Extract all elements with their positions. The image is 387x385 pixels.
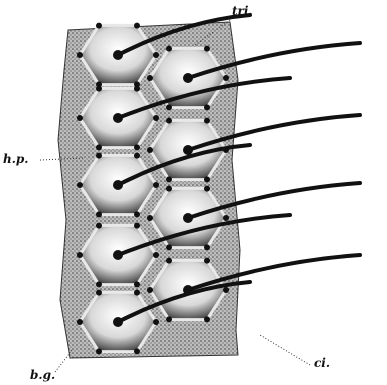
cell-node: [153, 52, 159, 58]
cell-node: [204, 316, 210, 322]
cell-node: [134, 86, 140, 92]
cell-node: [166, 258, 172, 264]
cell-node: [204, 186, 210, 192]
cell-node: [96, 23, 102, 29]
cell-node: [204, 258, 210, 264]
cell-node: [204, 176, 210, 182]
cell-node: [147, 287, 153, 293]
cell-node: [96, 223, 102, 229]
cell-node: [223, 287, 229, 293]
cell-node: [153, 182, 159, 188]
cell-node: [96, 348, 102, 354]
cell-node: [77, 52, 83, 58]
leader-ci: [260, 335, 310, 365]
cell-node: [204, 244, 210, 250]
cell-node: [166, 118, 172, 124]
hair-base: [183, 73, 193, 83]
cell-node: [134, 348, 140, 354]
label-bg: b.g.: [30, 368, 55, 382]
label-hp: h.p.: [3, 152, 28, 166]
cell-node: [134, 211, 140, 217]
cell-node: [204, 104, 210, 110]
hair-base: [113, 317, 123, 327]
cell-node: [96, 153, 102, 159]
cell-node: [223, 215, 229, 221]
hair-base: [183, 285, 193, 295]
hair-base: [113, 250, 123, 260]
cell-node: [147, 147, 153, 153]
cell-node: [134, 153, 140, 159]
cell-node: [166, 186, 172, 192]
cell-node: [96, 211, 102, 217]
cell-node: [153, 115, 159, 121]
cell-node: [96, 281, 102, 287]
cell-node: [153, 319, 159, 325]
hair-base: [183, 145, 193, 155]
cell-node: [134, 223, 140, 229]
cell-node: [166, 46, 172, 52]
cell-node: [96, 144, 102, 150]
label-ci: ci.: [314, 356, 330, 370]
cell-node: [166, 176, 172, 182]
cell-node: [166, 244, 172, 250]
cell-node: [166, 316, 172, 322]
cell-node: [147, 215, 153, 221]
cell-node: [96, 86, 102, 92]
cell-node: [204, 118, 210, 124]
cell-node: [134, 281, 140, 287]
cell-node: [134, 290, 140, 296]
cell-node: [166, 104, 172, 110]
cell-node: [134, 23, 140, 29]
cell-node: [204, 46, 210, 52]
cell-node: [77, 252, 83, 258]
cell-node: [96, 290, 102, 296]
label-tri: tri.: [232, 4, 253, 18]
cell-node: [153, 252, 159, 258]
cell-node: [77, 319, 83, 325]
cell-node: [134, 144, 140, 150]
hair-base: [113, 113, 123, 123]
cell-node: [77, 182, 83, 188]
cell-node: [223, 75, 229, 81]
hair-base: [113, 180, 123, 190]
cell-node: [77, 115, 83, 121]
hair-base: [113, 50, 123, 60]
cell-node: [147, 75, 153, 81]
hair-base: [183, 213, 193, 223]
